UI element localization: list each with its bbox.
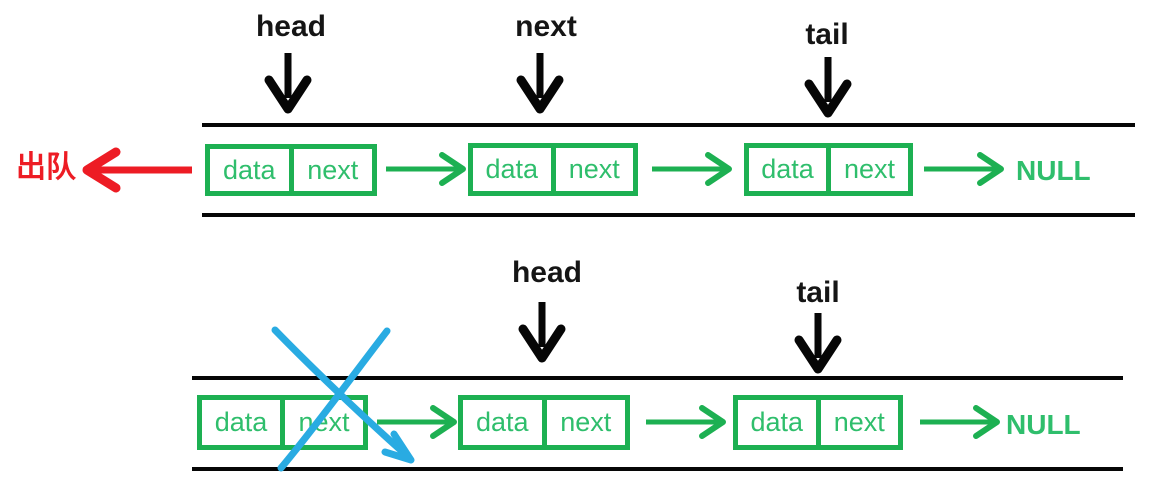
next-pointer-arrow-icon: [377, 405, 457, 439]
node-data-cell: data: [202, 400, 285, 445]
dequeue-label: 出队: [16, 151, 76, 184]
null-label: NULL: [1006, 409, 1081, 440]
node-data-cell: data: [463, 400, 547, 445]
queue-boundary-line-bottom: [192, 467, 1123, 471]
null-label: NULL: [1016, 155, 1091, 186]
next-pointer-label: next: [515, 10, 577, 43]
node-data-cell: data: [749, 148, 831, 191]
tail-pointer-down-arrow-icon: [804, 57, 852, 118]
node-next-cell: next: [560, 407, 612, 437]
dequeue-left-arrow-icon: [82, 147, 192, 193]
node-next-cell: next: [843, 154, 896, 184]
node-data-cell: data: [738, 400, 821, 445]
node-next-cell: next: [833, 407, 885, 437]
head-pointer-down-arrow-icon: [518, 302, 566, 363]
queue-boundary-line-bottom: [202, 213, 1135, 217]
list-node: data next: [468, 143, 638, 196]
head-pointer-label: head: [255, 10, 327, 43]
list-node: data next: [733, 395, 903, 450]
null-pointer-arrow-icon: [924, 152, 1004, 186]
list-node: data next: [458, 395, 630, 450]
head-pointer-down-arrow-icon: [264, 53, 312, 114]
null-pointer-arrow-icon: [920, 405, 1000, 439]
crossout-x-icon: [271, 326, 415, 472]
tail-pointer-label: tail: [796, 276, 840, 309]
node-next-cell: next: [568, 154, 620, 184]
list-node: data next: [205, 144, 377, 196]
queue-boundary-line-top: [192, 376, 1123, 380]
node-next-cell: next: [307, 154, 359, 185]
dequeued-list-node: data next: [197, 395, 368, 450]
node-data-cell: data: [210, 149, 294, 191]
node-data-cell: data: [473, 148, 556, 191]
head-pointer-label: head: [511, 256, 583, 289]
tail-pointer-down-arrow-icon: [794, 313, 842, 374]
tail-pointer-label: tail: [805, 18, 849, 51]
next-pointer-arrow-icon: [652, 152, 732, 186]
list-node: data next: [744, 143, 913, 196]
next-pointer-down-arrow-icon: [516, 53, 564, 114]
next-pointer-arrow-icon: [646, 405, 726, 439]
queue-boundary-line-top: [202, 123, 1135, 127]
next-pointer-arrow-icon: [386, 152, 466, 186]
